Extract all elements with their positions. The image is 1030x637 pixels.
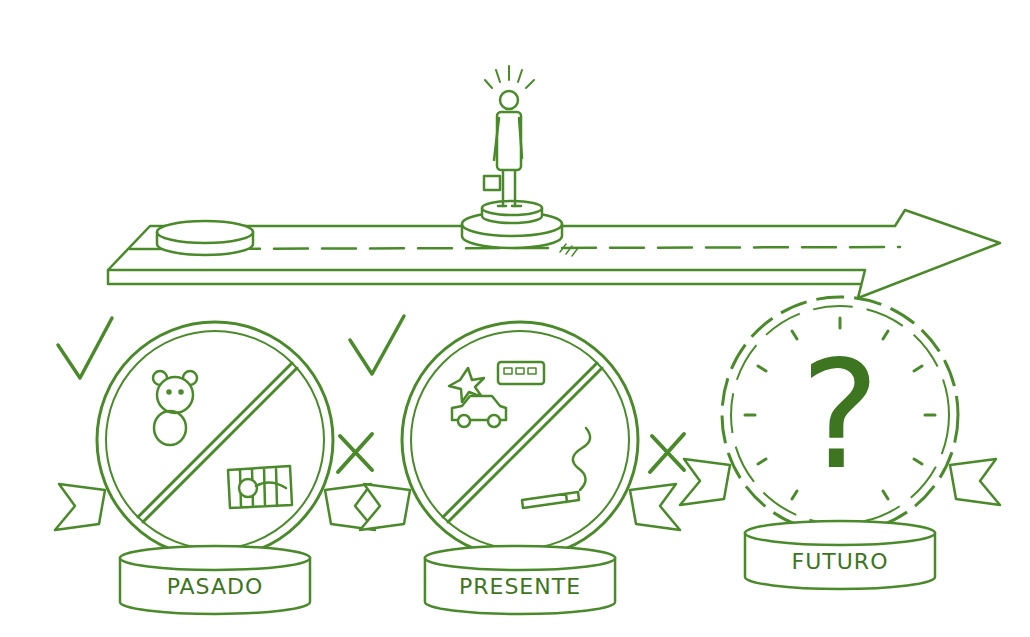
clock-tick [745, 414, 755, 417]
car-wheel [458, 415, 470, 427]
clock-tick [792, 331, 797, 339]
figure-head [500, 91, 518, 109]
medallion-inner-ring [411, 331, 629, 549]
crib-blanket [256, 482, 286, 488]
clock-tick [914, 366, 922, 371]
figure-bag [484, 176, 500, 190]
medallion-ring [402, 322, 638, 558]
pedestal-label: PASADO [167, 574, 264, 600]
crib [228, 466, 292, 508]
medallion-inner-ring [731, 306, 949, 524]
teddy-body [154, 411, 186, 445]
cross-mark [650, 434, 684, 472]
cigarette [522, 492, 579, 508]
medallion-inner-ring [106, 331, 324, 549]
prohibition-slash [443, 363, 602, 522]
pedestal-top [425, 546, 615, 570]
bus [498, 362, 544, 384]
medallion-node: ? FUTURO [710, 290, 970, 605]
figure-legs [503, 168, 515, 206]
plank-hatch [560, 244, 578, 256]
clock-tick [758, 366, 766, 371]
past-doodles [138, 363, 297, 522]
clock-tick [914, 459, 922, 464]
present-step-top [482, 201, 542, 215]
pedestal-top [120, 546, 310, 570]
teddy-head [157, 377, 193, 413]
check-mark [350, 316, 404, 374]
clock-tick [792, 491, 797, 499]
cross-mark [338, 434, 372, 472]
ribbon [680, 459, 730, 505]
medallion-node: PASADO [85, 315, 345, 630]
figure-body [497, 112, 521, 170]
clock-tick [758, 459, 766, 464]
pedestal-top [745, 521, 935, 545]
baby-head [239, 479, 257, 497]
bus-windows [504, 368, 536, 374]
clock-tick [883, 491, 888, 499]
ribbon [950, 459, 1000, 505]
smoke [573, 428, 590, 490]
pedestal-label: PRESENTE [459, 574, 581, 600]
medallion-ring [722, 297, 958, 533]
ribbon [630, 484, 680, 530]
present-doodles [443, 362, 602, 522]
car-wheel [488, 415, 500, 427]
clock-tick [925, 414, 935, 417]
clock-ticks [745, 318, 935, 499]
teddy-eye [168, 391, 171, 394]
ribbon [360, 484, 410, 530]
plank-top [108, 210, 1000, 298]
figure-arm [494, 118, 522, 160]
plank-front [108, 270, 862, 298]
figure-feet [498, 205, 521, 208]
check-mark [58, 318, 112, 378]
ribbon [55, 484, 105, 530]
empty-disc-top [157, 221, 253, 243]
teddy-eye [180, 391, 183, 394]
pedestal-label: FUTURO [792, 549, 889, 575]
prohibition-slash [138, 363, 297, 522]
clock-tick [839, 318, 842, 328]
medallion-ring [97, 322, 333, 558]
standing-figure [484, 66, 534, 206]
medallion-node: PRESENTE [390, 315, 650, 630]
clock-tick [883, 331, 888, 339]
figure-sparks [485, 66, 534, 88]
medallion-symbol: ? [800, 340, 880, 490]
